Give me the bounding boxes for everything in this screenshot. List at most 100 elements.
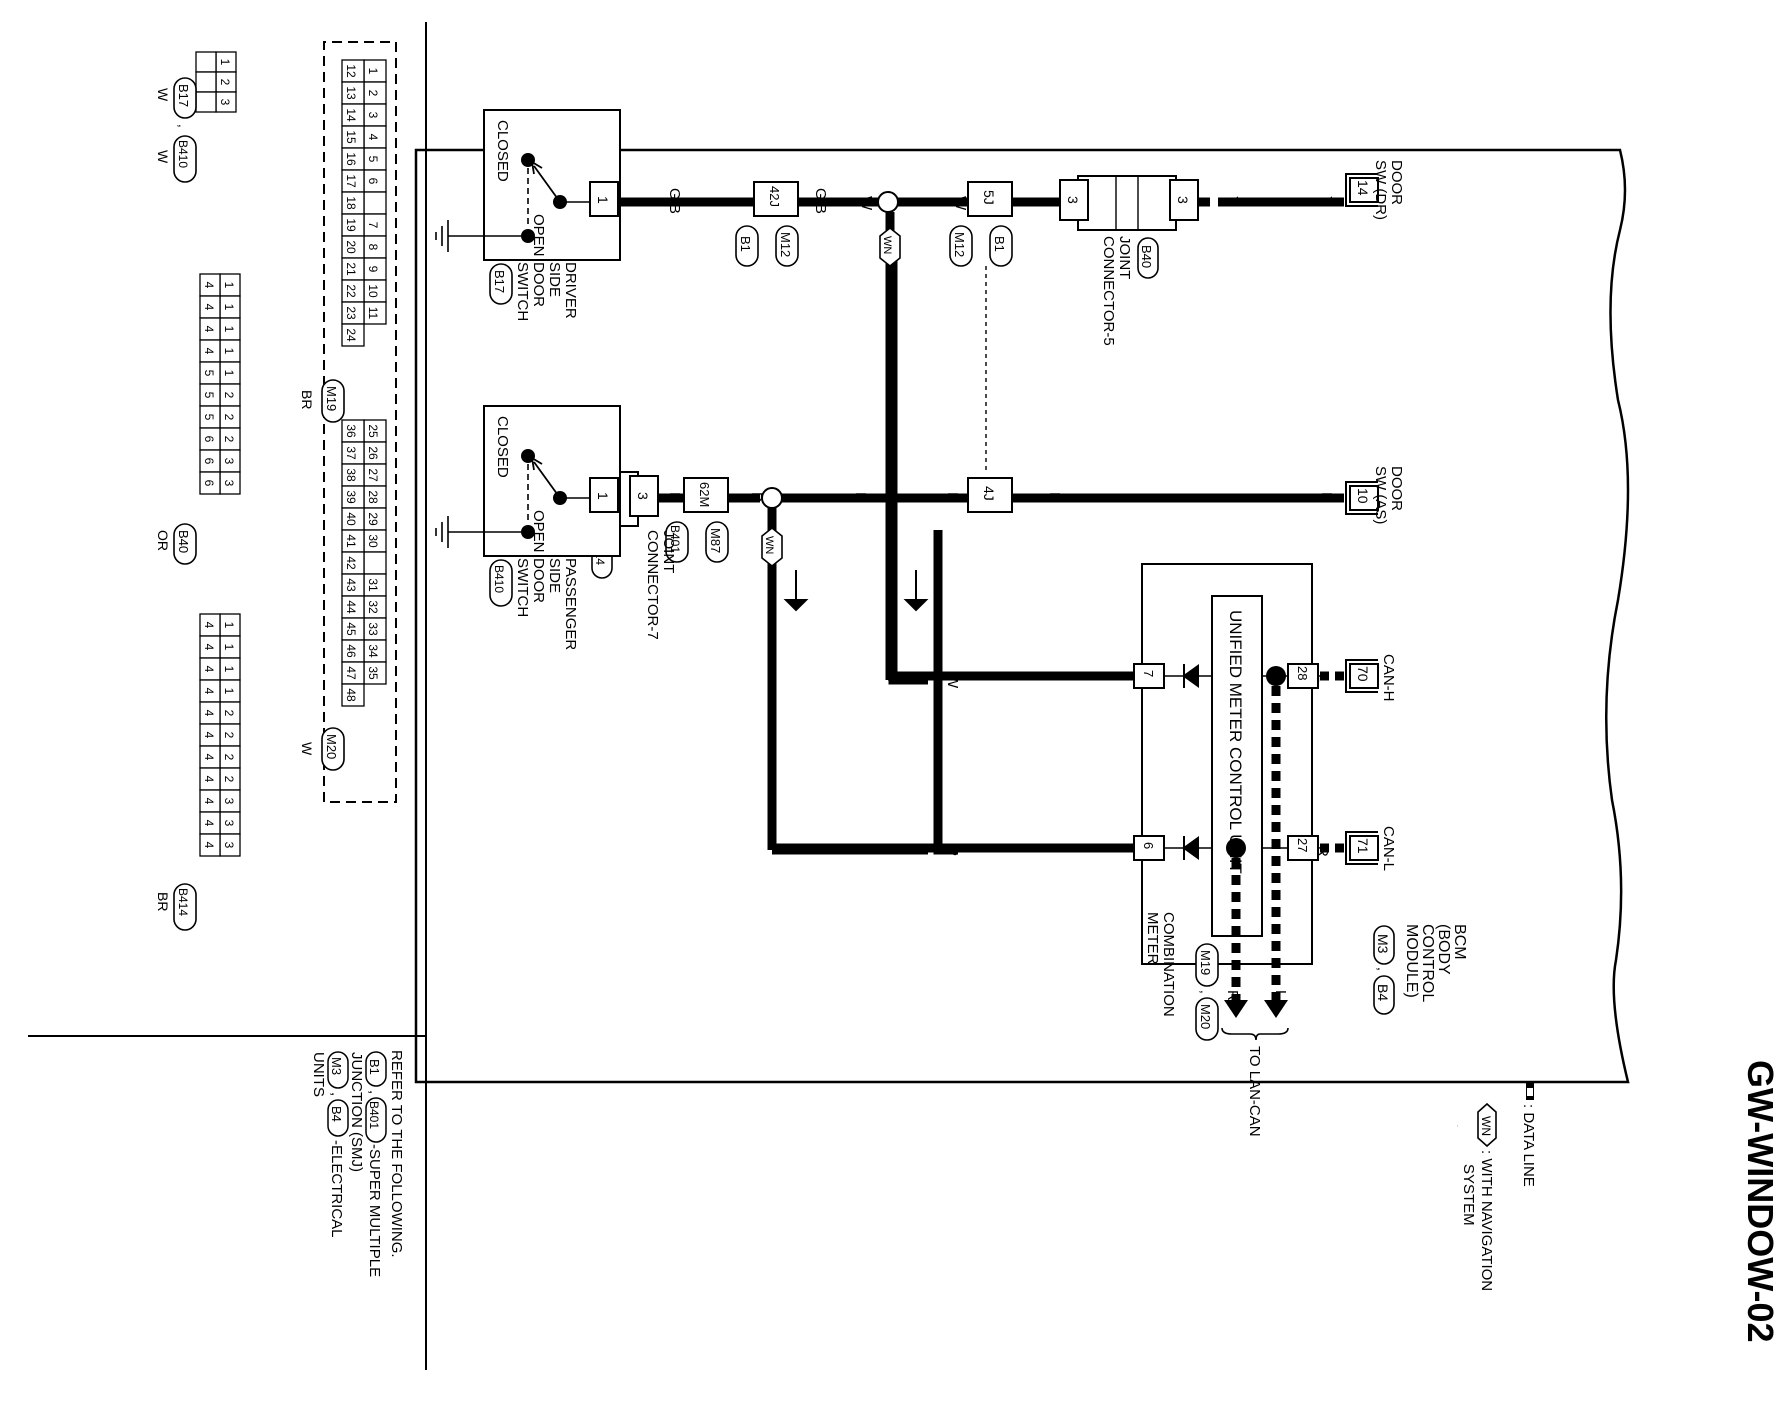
diagram-title: GW-WINDOW-02	[1740, 1060, 1781, 1343]
svg-text:JUNCTION (SMJ): JUNCTION (SMJ)	[348, 1052, 365, 1172]
b40-pin-label: 5	[202, 414, 216, 421]
b17-pin	[195, 71, 217, 93]
joint-connector-5-ref: B40	[1137, 237, 1159, 279]
b40-pin-label: 1	[222, 326, 236, 333]
m19-pin-label: 15	[344, 130, 358, 144]
svg-text:,: ,	[1198, 990, 1213, 994]
svg-text:WN: WN	[881, 236, 893, 254]
unified-meter-control-unit-title: UNIFIED METER CONTROL UNIT	[1226, 610, 1245, 874]
passenger-side-door-switch: 1 CLOSED OPEN PASSENGERSIDEDOORSWITCH B4…	[435, 405, 621, 650]
b17-pin-label: 1	[218, 59, 232, 66]
m20-pin-label: 33	[366, 622, 380, 636]
svg-text:-ELECTRICAL: -ELECTRICAL	[328, 1140, 345, 1238]
m20-pin-label: 36	[344, 424, 358, 438]
bcm-pin-71: 71 CAN-L	[1345, 826, 1397, 871]
svg-text:,: ,	[366, 1090, 383, 1094]
data-line-legend-label: : DATA LINE	[1520, 1104, 1537, 1187]
svg-text:B4: B4	[1375, 984, 1391, 1001]
svg-text:1: 1	[595, 492, 611, 500]
m19-pin	[341, 323, 365, 347]
legend: : DATA LINE WN : WITH NAVIGATION SYSTEM …	[1456, 1060, 1537, 1291]
diode-icon	[1182, 664, 1199, 688]
b414-pin-label: 4	[202, 820, 216, 827]
m19-pin-label: 4	[366, 134, 380, 141]
svg-text:M19: M19	[1198, 950, 1213, 975]
svg-text:W: W	[952, 196, 969, 211]
svg-text:WN: WN	[763, 536, 775, 554]
b414-pin-label: 4	[202, 776, 216, 783]
b414-pin-label: 4	[202, 842, 216, 849]
m20-pin-label: 41	[344, 534, 358, 548]
bcm-pin-70-label: CAN-H	[1380, 654, 1397, 702]
m20-pin	[341, 683, 365, 707]
b414-pin-label: 3	[222, 820, 236, 827]
svg-text:W: W	[858, 196, 875, 211]
to-lan-arrow-icon	[1264, 1000, 1288, 1018]
m19-pin-label: 9	[366, 266, 380, 273]
m19-pin-label: 23	[344, 306, 358, 320]
to-lan-can-label: TO LAN-CAN	[1246, 1046, 1263, 1137]
pass-switch-name: PASSENGERSIDEDOORSWITCH	[514, 558, 579, 650]
svg-text:B410: B410	[492, 565, 506, 593]
wire-node-w	[877, 191, 899, 213]
svg-text:B1: B1	[367, 1059, 382, 1075]
svg-text:5J: 5J	[981, 190, 997, 205]
bcm-pin-10-label: DOORSW (AS)	[1372, 466, 1405, 524]
svg-text:M20: M20	[1198, 1004, 1213, 1029]
b414-pin-label: 2	[222, 732, 236, 739]
svg-text:Y: Y	[1318, 196, 1335, 206]
combination-meter: UNIFIED METER CONTROL UNIT COMBINATIONME…	[1133, 563, 1319, 1041]
smj-42j: 42J M12 B1	[735, 181, 799, 267]
ground-icon	[435, 516, 449, 548]
b40-pin-label: 6	[202, 458, 216, 465]
b17-ref: B17 , B410 W W	[155, 77, 197, 183]
bcm-name: BCM (BODY CONTROL MODULE)	[1403, 924, 1468, 1006]
svg-text:Y: Y	[1224, 196, 1241, 206]
to-lan-arrow-icon	[1224, 1000, 1248, 1018]
svg-text:10: 10	[1355, 488, 1371, 504]
b40-pin-label: 4	[202, 326, 216, 333]
svg-text:B40: B40	[1139, 245, 1154, 268]
bcm-ref-b4: B4	[1373, 975, 1395, 1015]
svg-text:B17: B17	[176, 84, 191, 107]
b17-pin	[195, 51, 217, 73]
m19-pin-label: 10	[366, 284, 380, 298]
svg-text:OPEN: OPEN	[530, 214, 547, 257]
svg-text:1: 1	[595, 196, 611, 204]
bcm-pin-70: 70 CAN-H	[1345, 654, 1397, 702]
m19-pin-label: 20	[344, 240, 358, 254]
m19-pin-label: 7	[366, 222, 380, 229]
svg-text:B40: B40	[176, 530, 191, 553]
b40-pin-label: 4	[202, 282, 216, 289]
svg-text:,: ,	[328, 1092, 345, 1096]
svg-text:G/B: G/B	[812, 188, 829, 214]
m20-pin	[363, 551, 387, 575]
m20-pin-label: 35	[366, 666, 380, 680]
m20-pin-label: 29	[366, 512, 380, 526]
svg-text:3: 3	[1065, 196, 1081, 204]
b40-pin-label: 4	[202, 348, 216, 355]
b40-pin-label: 1	[222, 348, 236, 355]
joint-connector-5-name: JOINTCONNECTOR-5	[1100, 236, 1133, 346]
svg-text:B401: B401	[668, 525, 682, 553]
svg-text:-SUPER MULTIPLE: -SUPER MULTIPLE	[366, 1144, 383, 1277]
b40-pin-label: 5	[202, 370, 216, 377]
svg-text:M12: M12	[952, 232, 967, 257]
m19-pin-label: 5	[366, 156, 380, 163]
m20-pin-label: 46	[344, 644, 358, 658]
svg-text:,: ,	[176, 124, 191, 128]
svg-text:W: W	[299, 742, 315, 756]
svg-text:M3: M3	[329, 1057, 344, 1075]
wn-badge-p: WN	[761, 526, 783, 568]
m20-pin-label: 32	[366, 600, 380, 614]
b40-pin-label: 6	[202, 436, 216, 443]
bcm-pin-10: 10 DOORSW (AS)	[1345, 466, 1405, 524]
b40-pin-label: 6	[202, 480, 216, 487]
bcm-pin-71-label: CAN-L	[1380, 826, 1397, 871]
b414-pin-label: 1	[222, 644, 236, 651]
b40-pin-label: 5	[202, 392, 216, 399]
svg-text:7: 7	[1141, 670, 1156, 677]
b414-pin-label: 2	[222, 710, 236, 717]
